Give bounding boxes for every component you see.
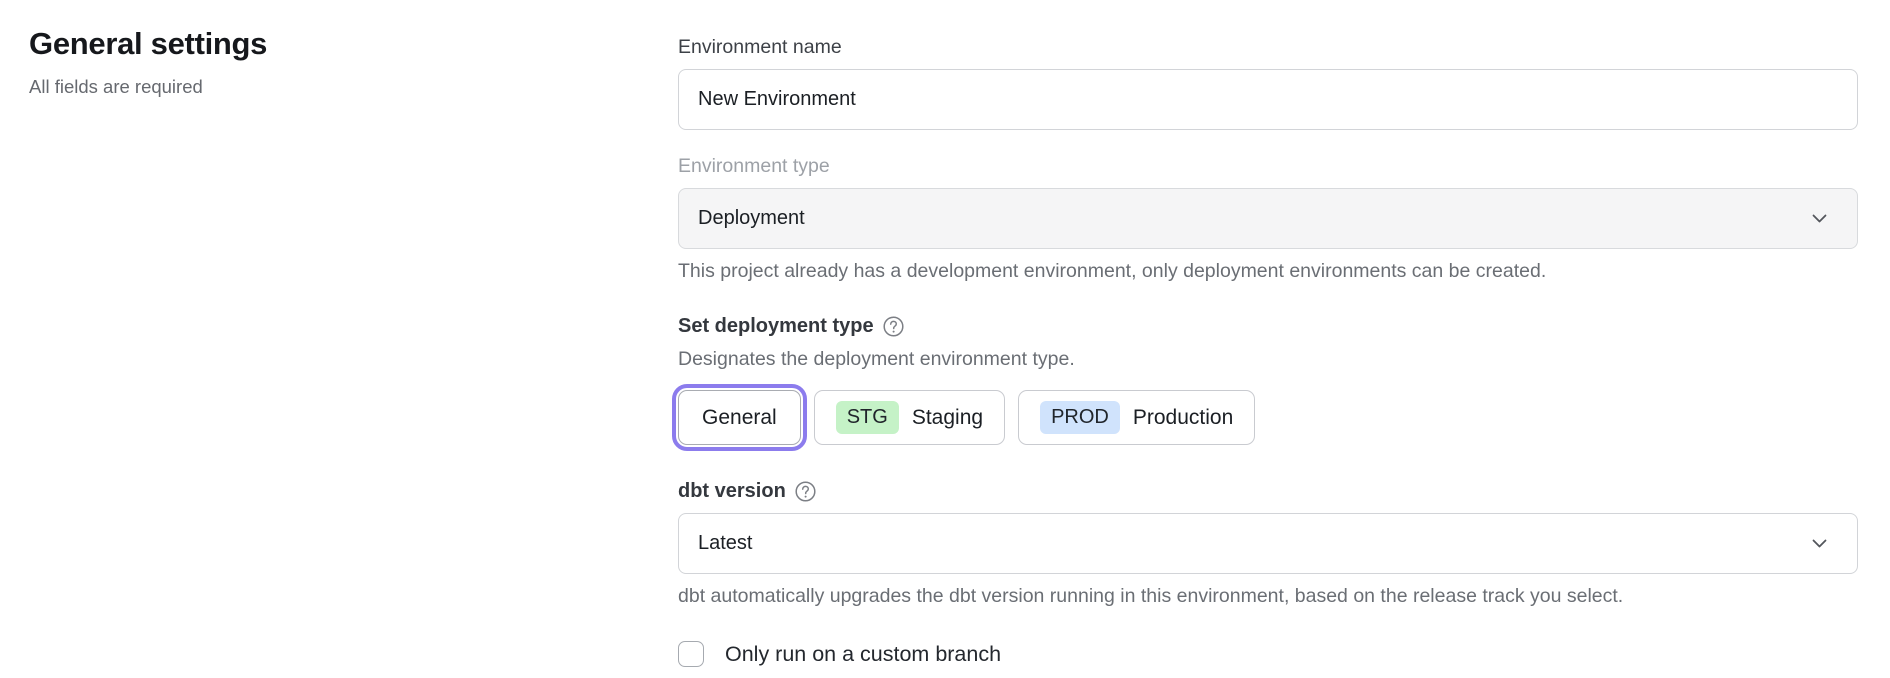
custom-branch-label[interactable]: Only run on a custom branch [725,641,1002,666]
dbt-version-select[interactable]: Latest [678,513,1858,574]
staging-badge: STG [835,401,899,434]
environment-type-value: Deployment [698,207,805,229]
dbt-version-helper: dbt automatically upgrades the dbt versi… [678,585,1624,607]
environment-type-helper: This project already has a development e… [678,260,1547,282]
help-icon[interactable] [883,316,904,337]
chevron-down-icon [1812,539,1827,547]
page-title: General settings [29,26,268,61]
custom-branch-row: Only run on a custom branch [678,641,1858,667]
environment-name-label: Environment name [678,36,842,58]
environment-name-input[interactable] [678,69,1858,130]
dbt-version-header: dbt version [678,480,1858,503]
production-badge: PROD [1040,401,1120,434]
deployment-option-general[interactable]: General [672,384,807,451]
deployment-type-label: Set deployment type [678,315,874,337]
custom-branch-checkbox[interactable] [678,641,704,667]
dbt-version-label: dbt version [678,480,786,502]
deployment-type-helper: Designates the deployment environment ty… [678,348,1075,370]
page-subtitle: All fields are required [29,76,203,97]
help-icon[interactable] [795,481,816,502]
deployment-option-staging[interactable]: STG Staging [813,390,1006,445]
deployment-option-production-label: Production [1132,405,1234,429]
deployment-type-options: General STG Staging PROD Production [672,383,1858,452]
dbt-version-value: Latest [698,532,753,554]
deployment-option-staging-label: Staging [911,405,984,429]
chevron-down-icon [1812,214,1827,222]
environment-form: Environment name Environment type Deploy… [672,28,1858,667]
environment-type-select: Deployment [678,188,1858,249]
settings-header: General settings All fields are required [29,26,589,98]
deployment-option-general-label: General [702,405,777,429]
environment-type-label: Environment type [678,155,830,177]
deployment-type-header: Set deployment type [678,315,1858,338]
deployment-option-production[interactable]: PROD Production [1018,390,1256,445]
